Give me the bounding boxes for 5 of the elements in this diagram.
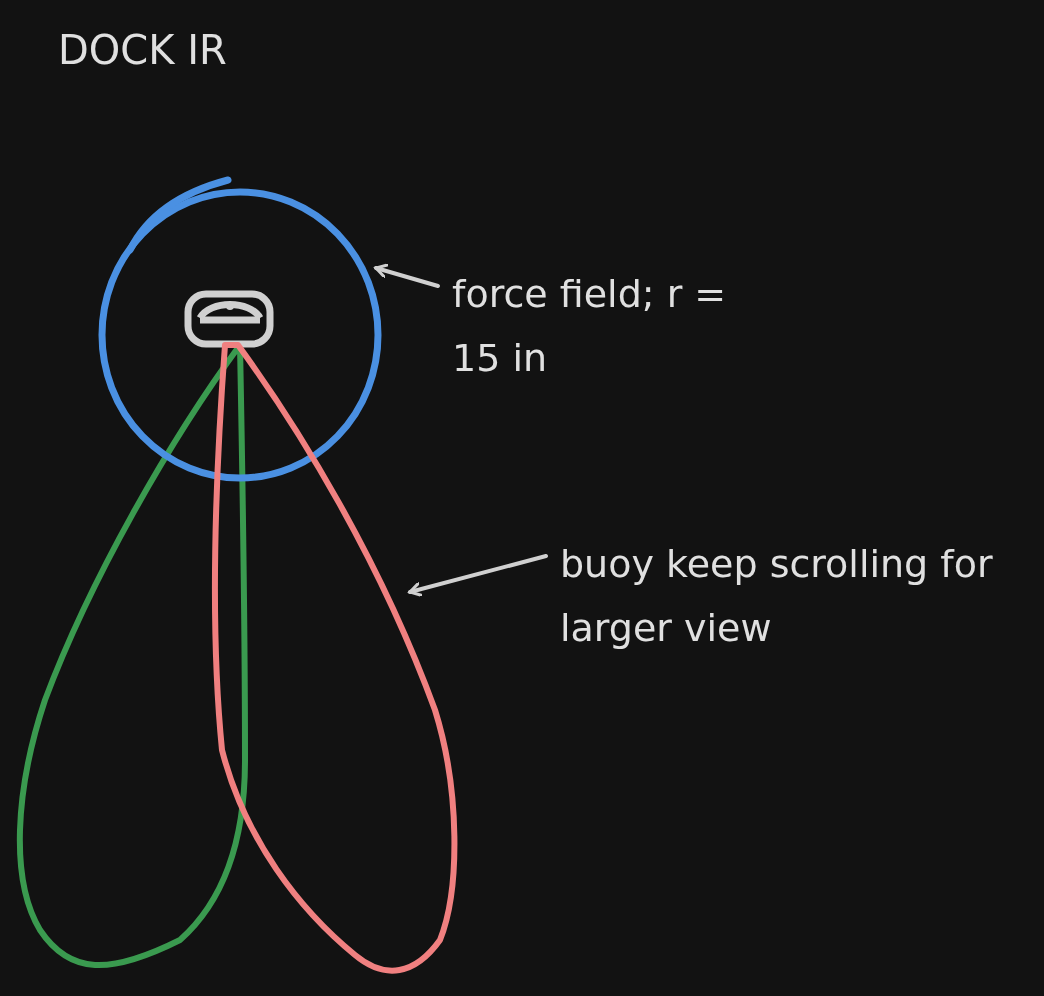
- leader-arrow: [408, 554, 548, 597]
- diagram-title: DOCK IR: [58, 26, 227, 75]
- annotation-text: buoy keep scrolling for larger view: [560, 541, 994, 652]
- annotation-text: force field; r = 15 in: [452, 271, 728, 382]
- leader-arrow: [374, 263, 440, 288]
